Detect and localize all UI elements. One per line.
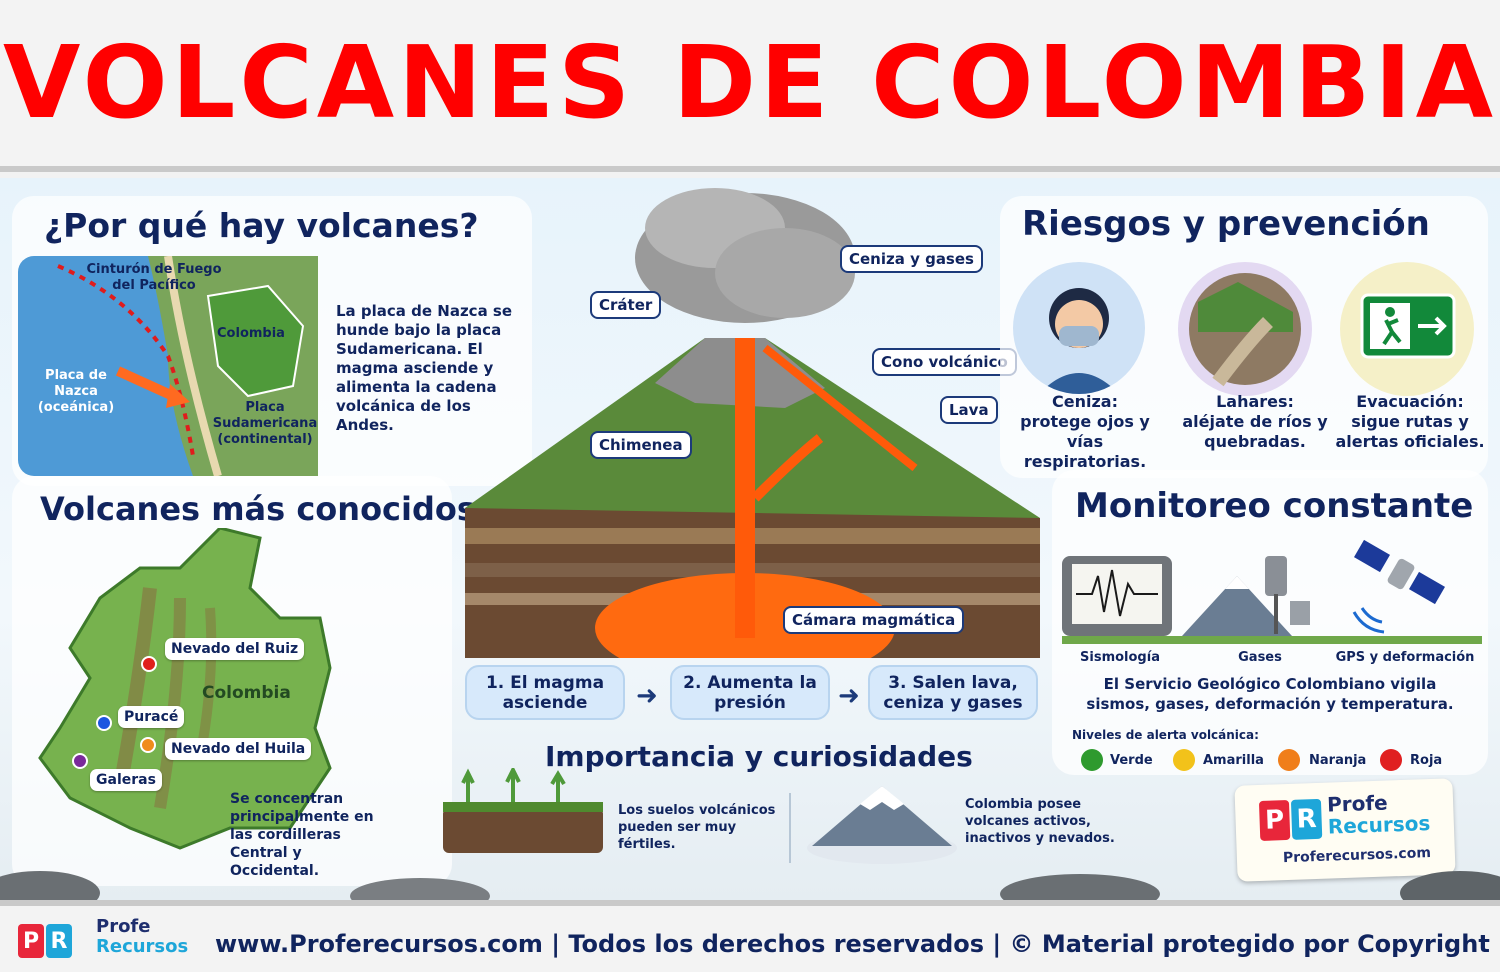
monitoring-illustration [1062, 539, 1482, 644]
importance-text-nevados: Colombia posee volcanes activos, inactiv… [965, 797, 1115, 846]
alert-label-orange: Naranja [1309, 753, 1367, 768]
label-crater: Cráter [590, 291, 662, 319]
importance-heading: Importancia y curiosidades [545, 740, 973, 773]
colombia-map [38, 528, 332, 850]
alert-dot-orange [1278, 749, 1300, 771]
risk-lahar-text: aléjate de ríos y quebradas. [1182, 412, 1328, 451]
lahar-icon [1178, 262, 1312, 396]
footer: P R Profe Recursos www.Proferecursos.com… [0, 900, 1500, 972]
alert-label-red: Roja [1410, 753, 1443, 768]
tool-gases: Gases [1238, 650, 1282, 665]
step-arrow-icon: ➜ [838, 681, 860, 711]
importance-divider [789, 793, 791, 863]
logo-letter-p: P [1258, 799, 1291, 841]
risk-ash-title: Ceniza: [1052, 392, 1118, 411]
risk-evacuation-text: sigue rutas y alertas oficiales. [1335, 412, 1485, 451]
volcano-label-huila: Nevado del Huila [165, 738, 312, 760]
south-american-plate-label: Placa Sudamericana (continental) [212, 400, 318, 447]
nazca-plate-label: Placa de Nazca (oceánica) [37, 368, 115, 415]
risk-lahar-title: Lahares: [1216, 392, 1294, 411]
page-title: VOLCANES DE COLOMBIA [2, 24, 1497, 141]
importance-text-soil: Los suelos volcánicos pueden ser muy fér… [618, 803, 776, 852]
alert-label-yellow: Amarilla [1203, 753, 1264, 768]
volcano-marker-galeras [72, 753, 88, 769]
volcano-marker-purace [96, 715, 112, 731]
footer-brand-line1: Profe [96, 916, 151, 937]
colombia-plate-label: Colombia [217, 326, 285, 341]
monitoring-heading: Monitoreo constante [1075, 486, 1474, 526]
alert-dot-red [1380, 749, 1402, 771]
footer-logo-letter-r: R [46, 924, 72, 958]
footer-brand-line2: Recursos [96, 936, 189, 957]
logo-letter-r: R [1290, 798, 1323, 840]
footer-text: www.Proferecursos.com | Todos los derech… [215, 930, 1490, 958]
ring-of-fire-label: Cinturón de Fuego del Pacífico [86, 262, 222, 293]
brand-logo: P R [1258, 798, 1323, 841]
snowy-volcano-icon [807, 786, 957, 864]
volcano-marker-ruiz [141, 656, 157, 672]
label-lava: Lava [940, 396, 998, 424]
tool-gps: GPS y deformación [1335, 650, 1475, 665]
colombia-map-label: Colombia [202, 683, 291, 703]
poster-area: ¿Por qué hay volcanes? Cinturón de Fuego… [0, 178, 1500, 900]
step-1: 1. El magma asciende [465, 665, 625, 720]
why-heading: ¿Por qué hay volcanes? [44, 206, 479, 245]
alert-dot-green [1081, 749, 1103, 771]
foreground-rocks [0, 871, 1500, 900]
footer-logo-letter-p: P [18, 924, 44, 958]
volcano-label-ruiz: Nevado del Ruiz [165, 638, 305, 660]
footer-logo: P R [18, 924, 72, 958]
label-cone: Cono volcánico [872, 348, 1017, 376]
mask-person-icon [1013, 262, 1145, 394]
alert-label-green: Verde [1110, 753, 1153, 768]
step-3: 3. Salen lava, ceniza y gases [868, 665, 1038, 720]
volcano-label-galeras: Galeras [90, 769, 162, 791]
alert-levels-title: Niveles de alerta volcánica: [1072, 728, 1259, 742]
label-chimney: Chimenea [590, 431, 692, 459]
exit-sign-icon [1340, 262, 1474, 396]
volcano-marker-huila [140, 737, 156, 753]
known-heading: Volcanes más conocidos [40, 490, 476, 528]
risk-evacuation-title: Evacuación: [1356, 392, 1464, 411]
risks-heading: Riesgos y prevención [1022, 204, 1430, 244]
volcano-label-purace: Puracé [118, 706, 185, 728]
risk-ash-text: protege ojos y vías respiratorias. [1020, 412, 1150, 471]
monitoring-text: El Servicio Geológico Colombiano vigila … [1086, 675, 1454, 713]
step-2: 2. Aumenta la presión [670, 665, 830, 720]
step-arrow-icon: ➜ [636, 681, 658, 711]
alert-dot-yellow [1173, 749, 1195, 771]
label-ash-gases: Ceniza y gases [840, 245, 983, 273]
label-magma-chamber: Cámara magmática [783, 606, 965, 634]
fertile-soil-icon [443, 768, 603, 853]
subduction-map [18, 256, 318, 476]
tool-seismology: Sismología [1080, 650, 1160, 665]
title-bar: VOLCANES DE COLOMBIA [0, 0, 1500, 172]
brand-line2: Recursos [1327, 811, 1431, 839]
why-text: La placa de Nazca se hunde bajo la placa… [336, 302, 513, 434]
known-text: Se concentran principalmente en las cord… [230, 791, 374, 879]
